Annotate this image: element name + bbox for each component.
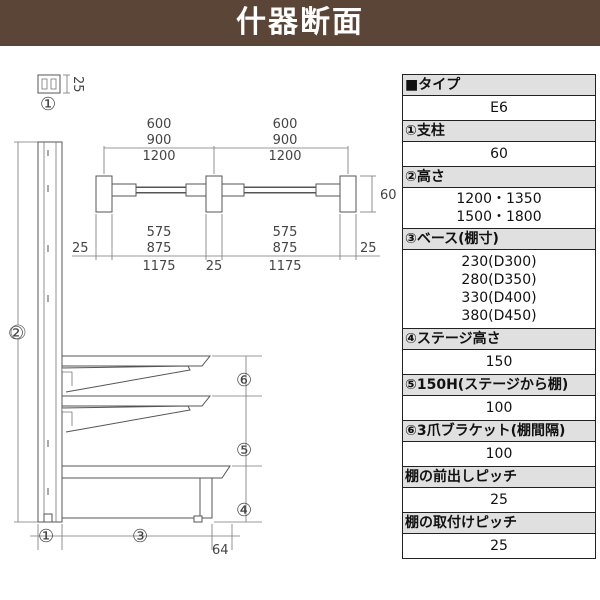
bottom-width-1-c: 1175 xyxy=(142,259,175,274)
spec-label-150h: ⑤150H(ステージから棚) xyxy=(402,374,596,396)
marker-1-top: ① xyxy=(40,94,56,115)
spec-label-front-pitch: 棚の前出しピッチ xyxy=(402,466,596,488)
post-width-label: 25 xyxy=(70,76,85,93)
top-post-right xyxy=(315,175,357,213)
spec-value-base-3: 330(D400) xyxy=(461,290,537,306)
top-width-2-a: 600 xyxy=(273,117,298,132)
spec-value-base-1: 230(D300) xyxy=(461,254,537,270)
shelf-middle xyxy=(61,395,212,433)
spec-value-bracket: 100 xyxy=(402,441,596,467)
post-profile-icon xyxy=(37,74,70,94)
spec-value-height-1: 1200・1350 xyxy=(456,191,542,207)
marker-6: ⑥ xyxy=(236,370,252,391)
spec-label-stage-height: ④ステージ高さ xyxy=(402,328,596,350)
bottom-width-1-a: 575 xyxy=(147,225,172,240)
depth-label: 60 xyxy=(380,188,397,203)
top-post-middle xyxy=(185,175,245,213)
spec-label-type: ■タイプ xyxy=(402,74,596,96)
side-post xyxy=(37,141,63,523)
bottom-width-2-c: 1175 xyxy=(268,259,301,274)
cross-section-diagram: 25 ① 600 900 1200 600 900 1200 60 25 575… xyxy=(8,74,397,558)
marker-2-height: ② xyxy=(8,323,24,344)
top-width-1-c: 1200 xyxy=(142,149,175,164)
spec-value-base: 230(D300) 280(D350) 330(D400) 380(D450) xyxy=(402,249,596,329)
base-extra-label: 64 xyxy=(212,543,229,558)
title-bar: 什器断面 xyxy=(0,0,600,46)
spec-value-base-4: 380(D450) xyxy=(461,308,537,324)
page-title: 什器断面 xyxy=(236,5,364,40)
spec-value-type: E6 xyxy=(402,95,596,121)
spec-value-post: 60 xyxy=(402,141,596,167)
top-width-2-c: 1200 xyxy=(268,149,301,164)
end-offset-left: 25 xyxy=(72,241,89,256)
spec-label-post: ①支柱 xyxy=(402,120,596,142)
end-offset-right: 25 xyxy=(360,241,377,256)
spec-label-height: ②高さ xyxy=(402,166,596,188)
spec-label-bracket: ⑥3爪ブラケット(棚間隔) xyxy=(402,420,596,442)
spec-value-base-2: 280(D350) xyxy=(461,272,537,288)
spec-value-height: 1200・1350 1500・1800 xyxy=(402,187,596,229)
spec-value-mount-pitch: 25 xyxy=(402,533,596,559)
top-post-left xyxy=(95,175,137,213)
spec-value-front-pitch: 25 xyxy=(402,487,596,513)
shelf-upper xyxy=(61,355,212,393)
spec-label-base: ③ベース(棚寸) xyxy=(402,228,596,250)
marker-3: ③ xyxy=(132,526,148,547)
spec-table: ■タイプ E6 ①支柱 60 ②高さ 1200・1350 1500・1800 ③… xyxy=(402,74,596,559)
spec-label-mount-pitch: 棚の取付けピッチ xyxy=(402,512,596,534)
spec-value-stage-height: 150 xyxy=(402,349,596,375)
top-width-1-a: 600 xyxy=(147,117,172,132)
marker-5: ⑤ xyxy=(236,440,252,461)
spec-value-height-2: 1500・1800 xyxy=(456,209,542,225)
bottom-width-2-b: 875 xyxy=(273,241,298,256)
spec-value-150h: 100 xyxy=(402,395,596,421)
base-stage xyxy=(61,465,231,523)
mid-offset: 25 xyxy=(206,259,223,274)
bottom-width-2-a: 575 xyxy=(273,225,298,240)
marker-4: ④ xyxy=(236,500,252,521)
top-width-1-b: 900 xyxy=(147,133,172,148)
bottom-width-1-b: 875 xyxy=(147,241,172,256)
marker-1-bottom: ① xyxy=(38,526,54,547)
top-width-2-b: 900 xyxy=(273,133,298,148)
